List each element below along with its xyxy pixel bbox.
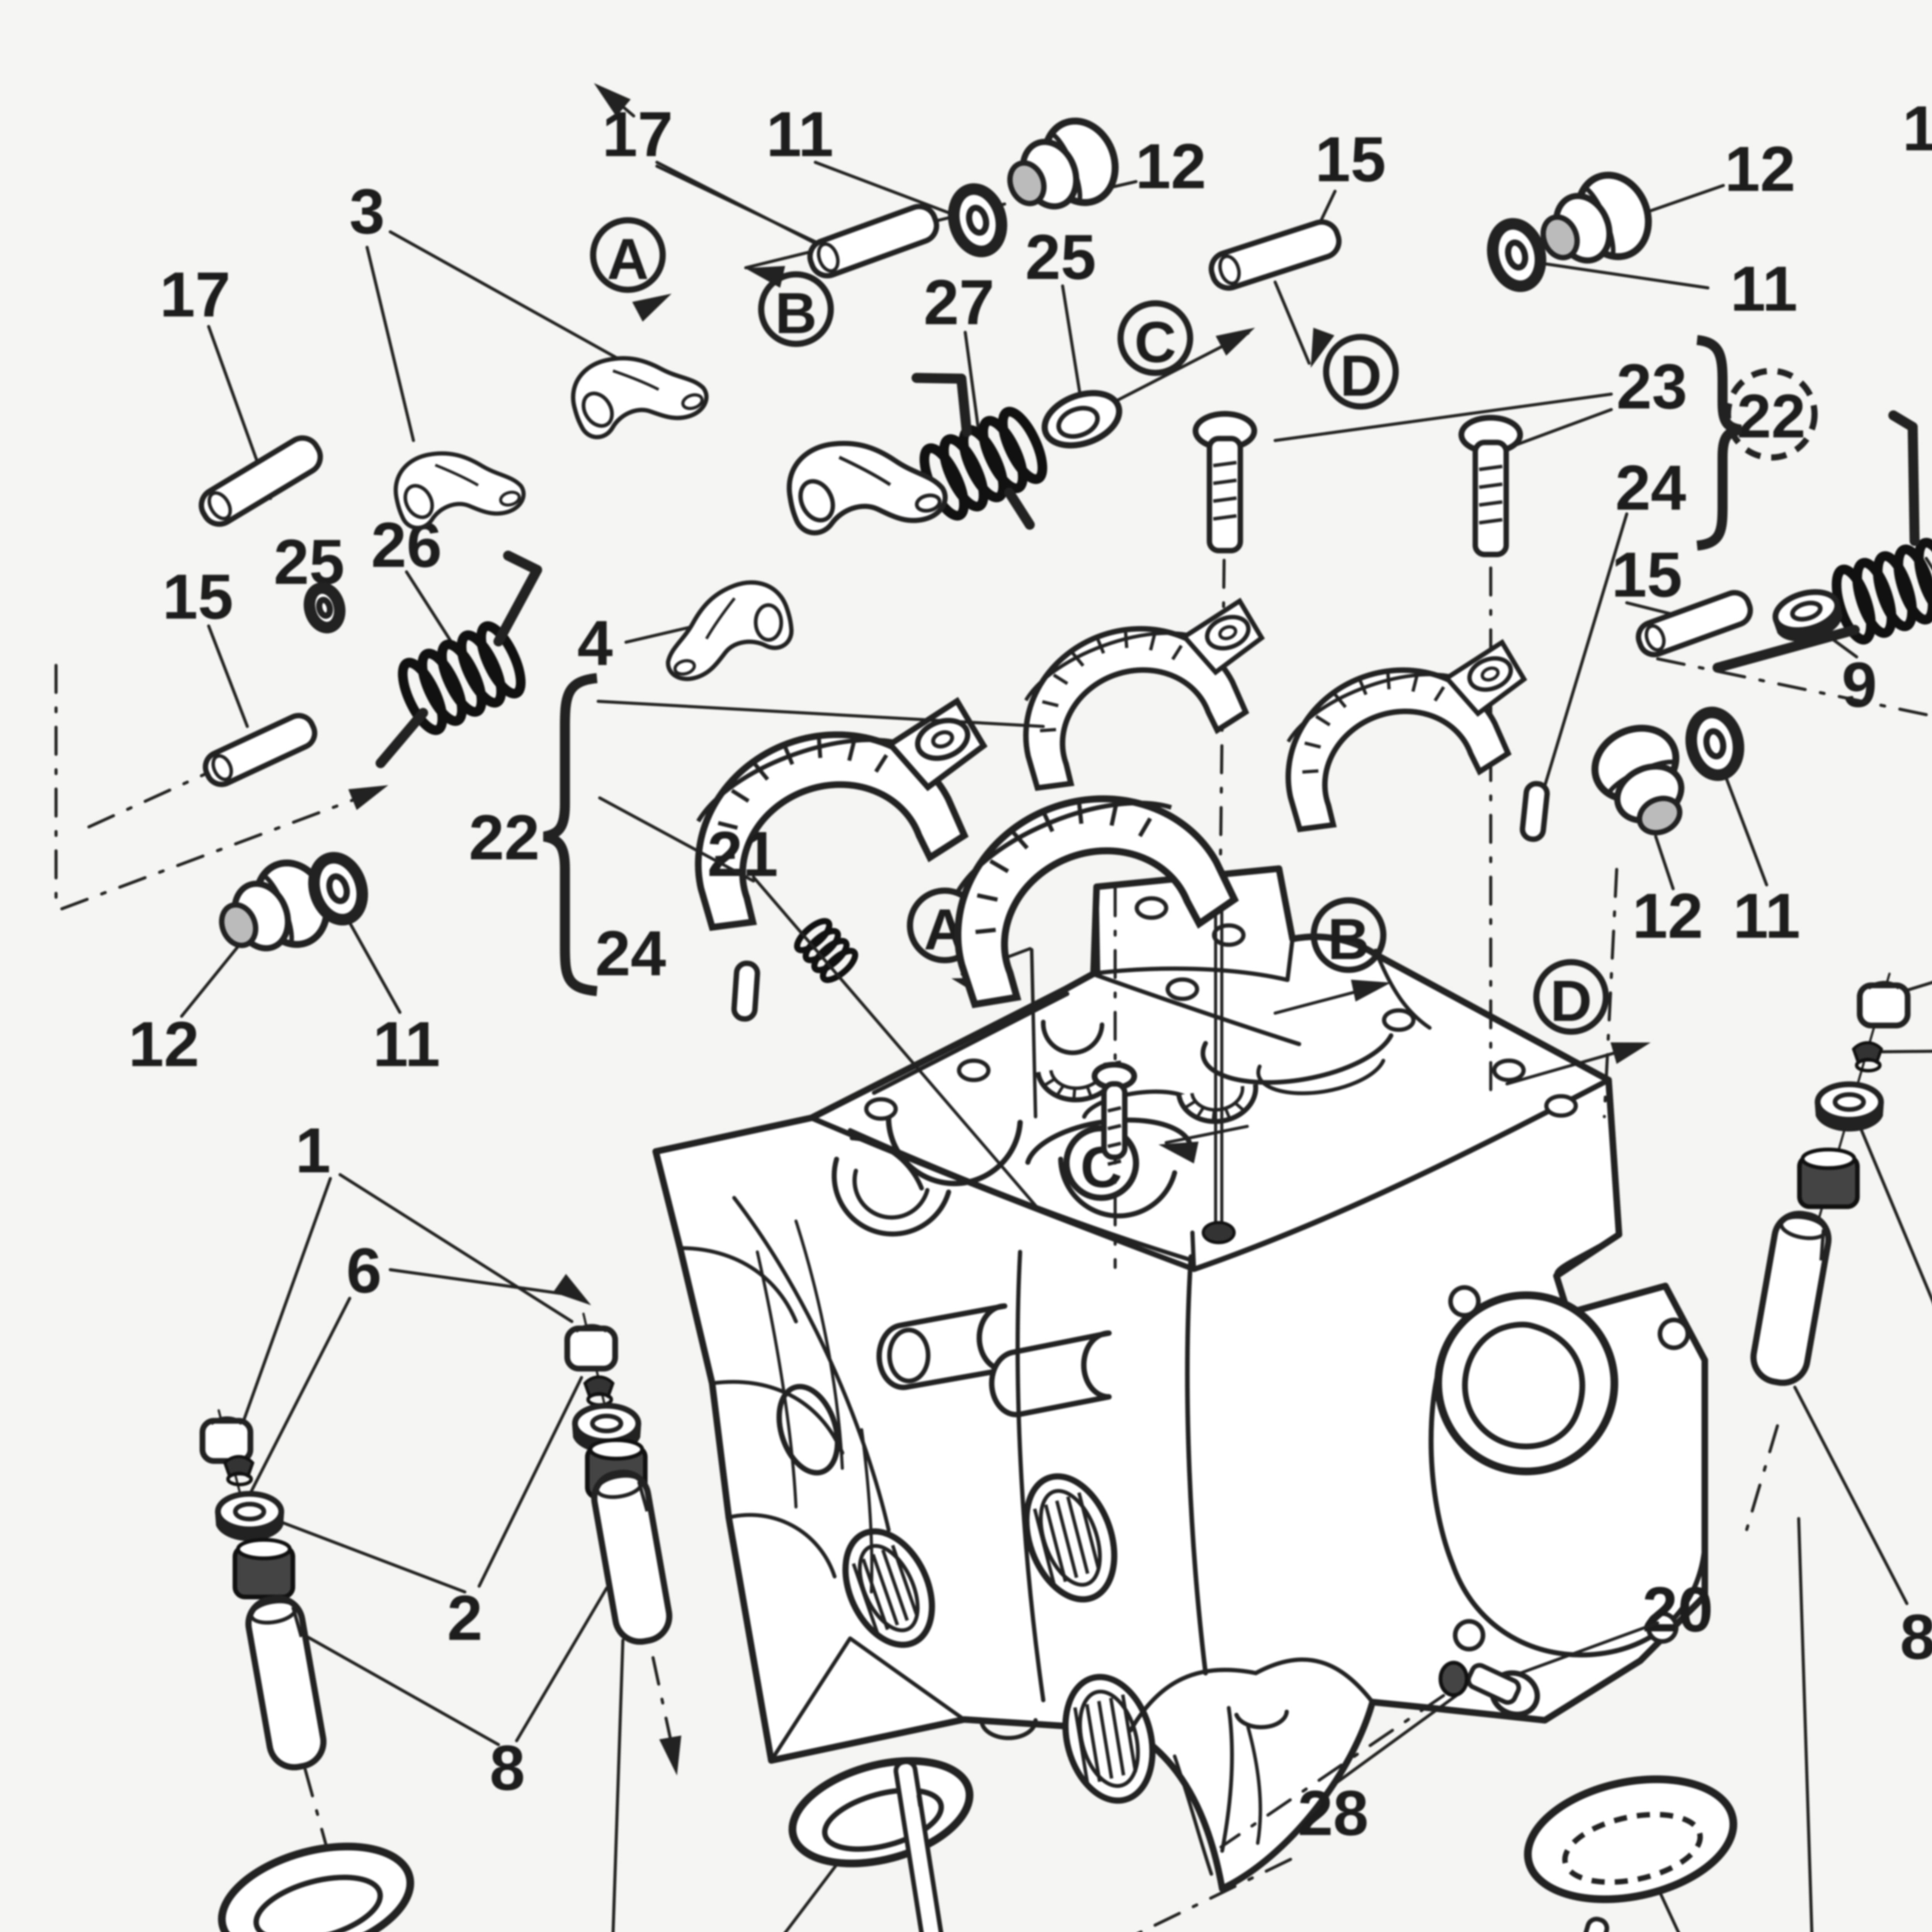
svg-text:25: 25 (274, 526, 345, 597)
svg-text:4: 4 (577, 607, 613, 679)
svg-text:22: 22 (469, 802, 540, 873)
svg-text:12: 12 (128, 1009, 199, 1080)
svg-text:16: 16 (1902, 93, 1932, 164)
svg-text:23: 23 (1616, 351, 1687, 422)
svg-text:1: 1 (295, 1115, 331, 1186)
svg-text:8: 8 (1900, 1601, 1932, 1672)
svg-text:28: 28 (1298, 1777, 1369, 1849)
svg-text:11: 11 (373, 1009, 440, 1080)
svg-text:25: 25 (1025, 221, 1096, 293)
svg-text:11: 11 (1730, 253, 1798, 324)
svg-text:12: 12 (1135, 131, 1206, 202)
svg-text:21: 21 (707, 818, 778, 889)
svg-text:B: B (1328, 906, 1369, 971)
svg-text:15: 15 (1611, 539, 1682, 610)
svg-text:2: 2 (447, 1582, 483, 1653)
svg-text:20: 20 (1642, 1574, 1713, 1645)
svg-text:22: 22 (1737, 381, 1806, 451)
svg-text:3: 3 (349, 176, 385, 247)
svg-text:15: 15 (1315, 124, 1386, 195)
svg-text:24: 24 (1615, 452, 1686, 523)
svg-text:24: 24 (595, 918, 666, 989)
svg-text:D: D (1550, 968, 1592, 1033)
svg-text:9: 9 (1842, 649, 1877, 720)
svg-text:C: C (1134, 310, 1176, 374)
svg-text:B: B (775, 281, 817, 345)
svg-text:11: 11 (1733, 880, 1800, 951)
svg-text:6: 6 (346, 1235, 382, 1306)
svg-text:17: 17 (160, 259, 231, 330)
svg-text:11: 11 (766, 99, 833, 170)
svg-text:12: 12 (1632, 880, 1703, 951)
svg-text:12: 12 (1725, 133, 1796, 204)
svg-text:15: 15 (162, 561, 233, 632)
svg-text:A: A (607, 226, 649, 291)
svg-text:27: 27 (923, 267, 995, 338)
svg-text:D: D (1340, 343, 1382, 408)
